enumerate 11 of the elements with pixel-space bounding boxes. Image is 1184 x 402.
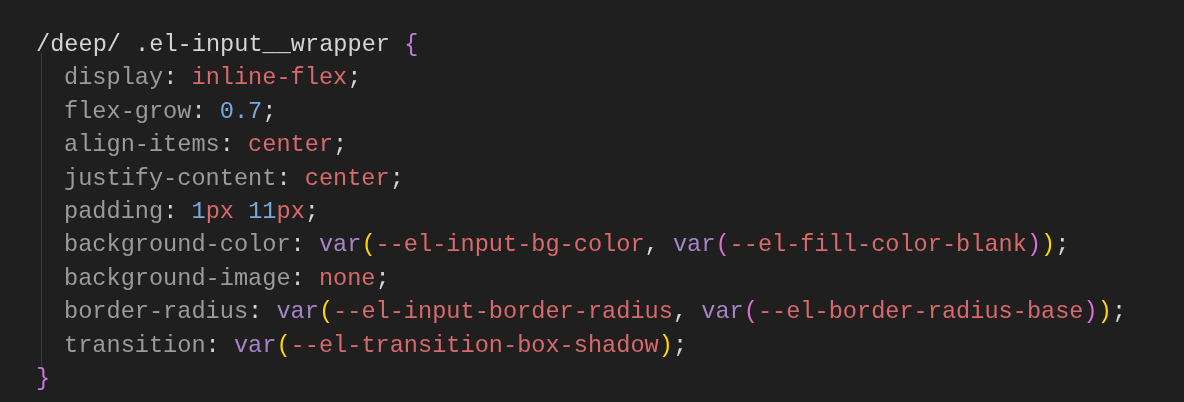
code-line: background-image: none;	[64, 263, 390, 294]
code-line: align-items: center;	[64, 130, 348, 161]
code-line: justify-content: center;	[64, 163, 404, 194]
code-line: }	[36, 363, 51, 394]
code-line: flex-grow: 0.7;	[64, 96, 277, 127]
code-line: display: inline-flex;	[64, 63, 362, 94]
code-line: border-radius: var(--el-input-border-radius, var(--el-border-radius-base));	[64, 297, 1127, 328]
code-line: padding: 1px 11px;	[64, 196, 319, 227]
code-line: transition: var(--el-transition-box-shadow);	[64, 330, 688, 361]
code-line: background-color: var(--el-input-bg-color, var(--el-fill-color-blank));	[64, 230, 1070, 261]
code-line: /deep/ .el-input__wrapper {	[36, 30, 419, 60]
